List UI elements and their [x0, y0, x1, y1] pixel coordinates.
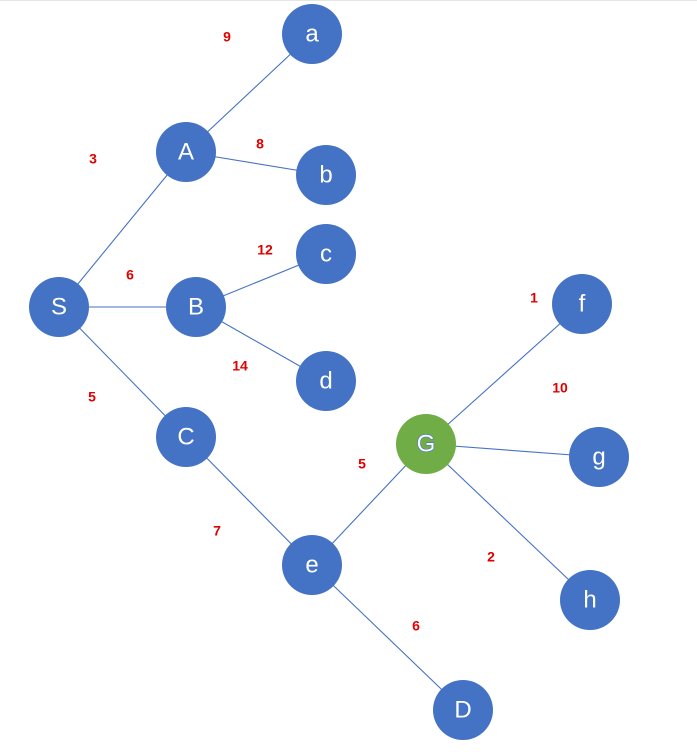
node-circle [29, 277, 89, 337]
node-g: g [569, 427, 629, 487]
edge-weight-B-c: 12 [257, 242, 273, 258]
node-label-f: f [579, 290, 586, 317]
edge-weight-e-G: 5 [358, 456, 366, 472]
node-f: f [552, 274, 612, 334]
node-label-B: B [188, 293, 204, 320]
edge-S-A [58, 151, 187, 308]
node-B: B [166, 277, 226, 337]
edge-G-h [425, 443, 591, 601]
node-e: e [282, 535, 342, 595]
node-circle [560, 570, 620, 630]
edge-weight-G-f: 1 [530, 290, 538, 306]
edge-weight-C-e: 7 [213, 523, 221, 539]
node-G: G [396, 414, 456, 474]
node-label-d: d [319, 367, 332, 394]
edge-weight-S-A: 3 [89, 151, 97, 167]
node-A: A [156, 122, 216, 182]
edge-G-f [425, 303, 583, 445]
node-label-h: h [583, 586, 596, 613]
edge-weight-B-d: 14 [232, 358, 248, 374]
node-circle [569, 427, 629, 487]
node-circle [296, 224, 356, 284]
node-circle [156, 122, 216, 182]
node-label-G: G [417, 430, 436, 457]
edge-weight-G-h: 2 [487, 549, 495, 565]
edge-e-D [311, 564, 464, 711]
node-label-A: A [178, 138, 194, 165]
nodes-layer: S A B Ca b c d eD Gf g h [29, 4, 629, 740]
goal-node-circle [396, 414, 456, 474]
node-circle [296, 351, 356, 411]
node-D: D [433, 680, 493, 740]
node-label-c: c [320, 240, 332, 267]
node-circle [166, 277, 226, 337]
weights-layer: 3 6 5 9 8 12 14 7 6 5 1 10 2 [88, 29, 568, 634]
node-label-e: e [305, 551, 318, 578]
edge-weight-S-C: 5 [88, 389, 96, 405]
edge-S-C [58, 306, 187, 438]
edge-weight-G-g: 10 [552, 380, 568, 396]
node-d: d [296, 351, 356, 411]
edge-weight-e-D: 6 [412, 618, 420, 634]
node-circle [156, 407, 216, 467]
node-circle [552, 274, 612, 334]
node-S: S [29, 277, 89, 337]
node-a: a [282, 4, 342, 64]
node-label-S: S [51, 293, 67, 320]
node-label-g: g [592, 443, 605, 470]
node-label-b: b [319, 161, 332, 188]
edge-weight-S-B: 6 [126, 267, 134, 283]
top-border [0, 0, 697, 1]
node-h: h [560, 570, 620, 630]
node-label-a: a [305, 20, 319, 47]
node-b: b [296, 145, 356, 205]
edge-weight-A-b: 8 [256, 136, 264, 152]
node-circle [433, 680, 493, 740]
node-label-C: C [177, 423, 194, 450]
node-label-D: D [454, 696, 471, 723]
node-c: c [296, 224, 356, 284]
node-circle [296, 145, 356, 205]
node-circle [282, 4, 342, 64]
node-C: C [156, 407, 216, 467]
node-circle [282, 535, 342, 595]
edge-weight-A-a: 9 [223, 29, 231, 45]
